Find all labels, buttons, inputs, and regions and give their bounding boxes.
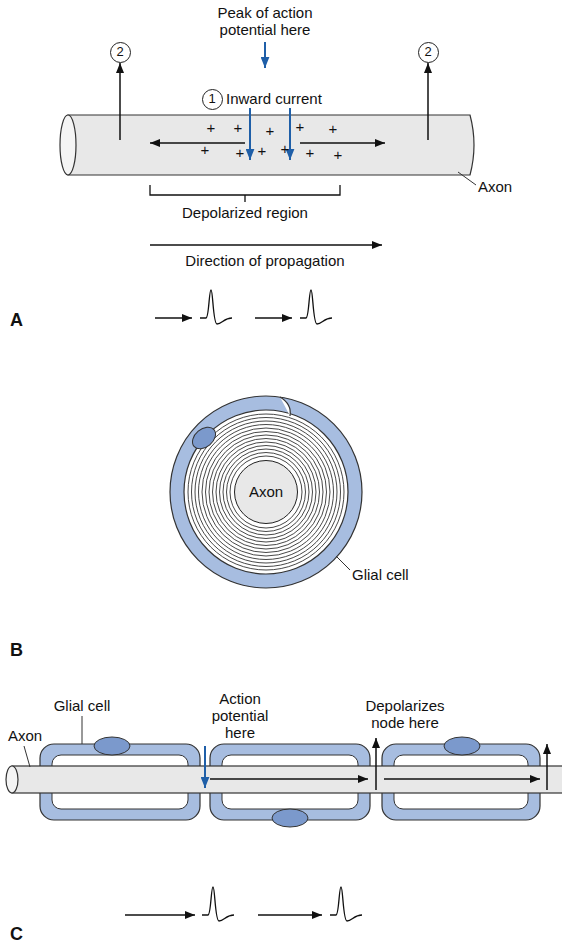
myelin-layer [227, 453, 306, 532]
nucleus [94, 737, 130, 755]
propagation-arrow [150, 244, 382, 246]
peak-arrow [264, 42, 266, 68]
callout-number: 2 [110, 42, 131, 63]
panel-letter: C [10, 924, 23, 945]
action-potential-waveform [300, 290, 332, 324]
action-potential-waveform [202, 887, 234, 921]
myelin-layer [195, 421, 337, 563]
myelin-layer [206, 432, 327, 553]
charge-sign: + [203, 119, 219, 136]
axon-circle: Axon [234, 460, 298, 524]
part-label: Axon [478, 178, 512, 195]
action-potential-arrow [204, 746, 206, 788]
node-text: 2 [424, 44, 431, 60]
charge-sign: + [232, 144, 248, 161]
action-potential-waveform [200, 290, 232, 324]
current-arrow [150, 142, 245, 143]
myelin-layer [188, 414, 344, 570]
depolarizing-arrow [546, 744, 548, 790]
charge-sign: + [292, 118, 308, 135]
myelin-layer [223, 449, 309, 535]
axon-end [60, 115, 76, 175]
myelin-layer [199, 425, 334, 560]
myelin-layer [209, 435, 323, 549]
myelin-layer [202, 428, 330, 556]
leader-line [336, 556, 350, 570]
glial-lip [280, 397, 290, 416]
annotation: Action potential here [202, 690, 278, 741]
outward-current-arrow [427, 63, 429, 140]
current-arrow [300, 142, 385, 143]
myelin-layer [184, 410, 348, 574]
leader-line [24, 746, 30, 767]
leader-line [458, 172, 476, 185]
glial-wrap [170, 396, 362, 588]
charge-sign: + [262, 122, 278, 139]
axon-end [6, 766, 18, 793]
annotation: Direction of propagation [155, 252, 375, 269]
part-label: Glial cell [37, 697, 127, 714]
charge-sign: + [230, 119, 246, 136]
myelin-layer [213, 439, 320, 546]
charge-sign: + [330, 146, 346, 163]
small-arrow [155, 317, 192, 318]
myelin-layer [230, 456, 302, 528]
node-text: 2 [116, 44, 123, 60]
node-text: 1 [208, 91, 215, 107]
panel-letter: A [10, 310, 23, 331]
myelin-layer [216, 442, 316, 542]
charge-sign: + [302, 144, 318, 161]
node-text: Axon [249, 483, 283, 501]
part-label: Axon [8, 727, 42, 744]
small-arrow [258, 914, 322, 915]
charge-sign: + [197, 141, 213, 158]
small-arrow [125, 914, 195, 915]
action-potential-waveform [330, 887, 362, 921]
myelin-layer [220, 446, 313, 539]
charge-sign: + [277, 140, 293, 157]
depolarizing-arrow [375, 738, 377, 790]
bracket [150, 185, 340, 202]
annotation: Depolarizes node here [357, 697, 453, 731]
nucleus [272, 809, 308, 827]
callout-number: 1 [202, 89, 223, 110]
axon-rod [12, 766, 562, 793]
small-arrow [255, 317, 292, 318]
charge-sign: + [325, 120, 341, 137]
annotation: Depolarized region [155, 204, 335, 221]
current-arrow [384, 778, 540, 779]
inward-current-arrow [249, 108, 251, 160]
panel-letter: B [10, 640, 23, 661]
myelin-layers [188, 414, 344, 570]
leader-line [82, 716, 83, 744]
charge-sign: + [254, 142, 270, 159]
part-label: Glial cell [352, 566, 409, 583]
annotation: Peak of action potential here [203, 4, 327, 38]
annotation: Inward current [226, 90, 322, 107]
nucleus [188, 423, 219, 454]
callout-number: 2 [418, 42, 439, 63]
nucleus [444, 737, 480, 755]
current-arrow [210, 778, 368, 779]
outward-current-arrow [119, 63, 121, 140]
axon-cylinder [68, 115, 474, 175]
